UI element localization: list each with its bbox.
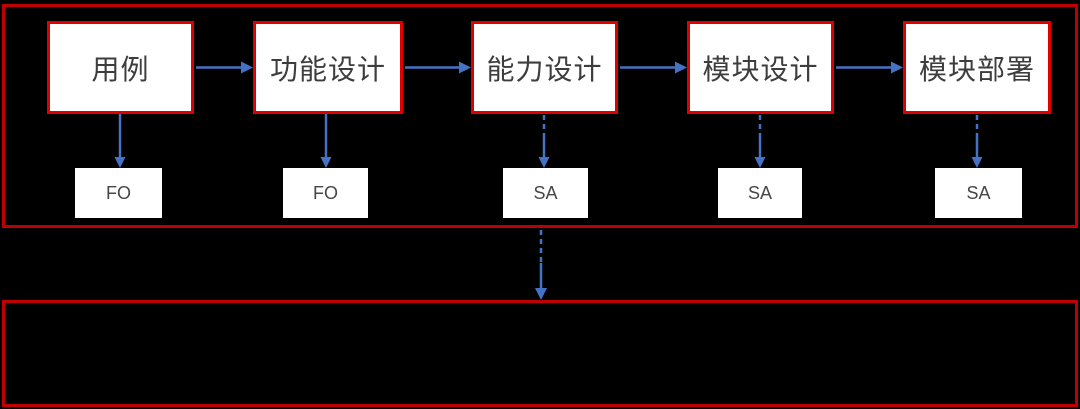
tag-box-capability-design-sa: SA: [503, 168, 588, 218]
stage-box-module-deploy: 模块部署: [903, 21, 1051, 114]
bottom-section: [2, 300, 1078, 407]
stage-label-module-design: 模块设计: [702, 53, 819, 85]
stage-label-module-deploy: 模块部署: [918, 53, 1035, 85]
tag-label-fo-1: FO: [106, 182, 131, 203]
stage-box-use-case: 用例: [47, 21, 194, 114]
tag-box-module-deploy-sa: SA: [935, 168, 1022, 218]
tag-box-module-design-sa: SA: [718, 168, 802, 218]
stage-label-use-case: 用例: [91, 53, 150, 85]
tag-box-function-design-fo: FO: [283, 168, 368, 218]
stage-box-module-design: 模块设计: [687, 21, 834, 114]
arrow-section-connector: [535, 230, 547, 300]
tag-label-fo-2: FO: [313, 182, 338, 203]
tag-label-sa-3: SA: [533, 182, 558, 203]
tag-label-sa-5: SA: [966, 182, 991, 203]
tag-label-sa-4: SA: [747, 182, 772, 203]
stage-box-function-design: 功能设计: [253, 21, 403, 114]
stage-label-function-design: 功能设计: [269, 53, 386, 85]
stage-box-capability-design: 能力设计: [471, 21, 618, 114]
stage-label-capability-design: 能力设计: [486, 53, 603, 85]
tag-box-use-case-fo: FO: [75, 168, 162, 218]
top-flow-section: [2, 4, 1078, 228]
